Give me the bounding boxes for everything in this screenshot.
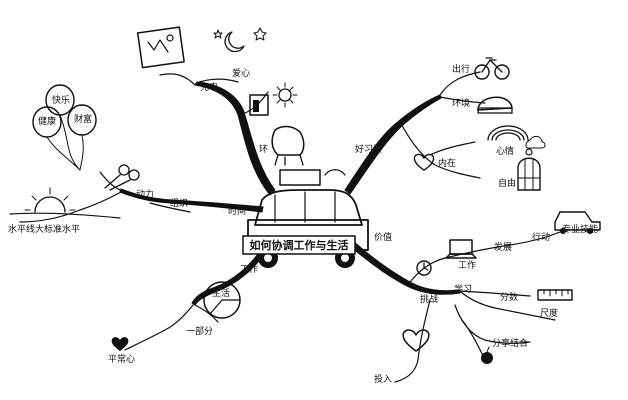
battery-icon bbox=[249, 94, 269, 116]
label-fenjian: 分享结合 bbox=[492, 337, 528, 349]
label-shuiping: 水平线大标准水平 bbox=[8, 223, 80, 235]
ruler-icon bbox=[537, 289, 573, 301]
label-caifu: 财富 bbox=[74, 113, 92, 125]
birdcage-drawing bbox=[517, 148, 541, 191]
label-huanjing: 环境 bbox=[452, 97, 470, 109]
sun-icon bbox=[272, 82, 298, 108]
label-neizai: 内在 bbox=[438, 157, 456, 169]
label-pingchangxin: 平常心 bbox=[108, 353, 135, 365]
clock-icon bbox=[416, 260, 432, 276]
label-yibufen: 一部分 bbox=[186, 325, 213, 337]
label-chuhang: 出行 bbox=[452, 63, 470, 75]
branch-left bbox=[119, 188, 264, 213]
label-chidu: 尺度 bbox=[540, 307, 558, 319]
chair-drawing bbox=[271, 125, 305, 166]
center-title-box bbox=[242, 235, 356, 255]
label-jiankang: 健康 bbox=[38, 115, 56, 127]
moon-icon bbox=[213, 27, 267, 53]
label-fazhan: 发展 bbox=[494, 241, 512, 253]
label-chongdian: 充电 bbox=[200, 81, 218, 93]
horizon-sun bbox=[9, 187, 121, 219]
branch-upper-right bbox=[344, 94, 442, 195]
label-aixin: 爱心 bbox=[232, 68, 250, 79]
label-xinqing: 心情 bbox=[496, 145, 514, 157]
scissors-icon bbox=[104, 164, 140, 191]
label-zhuanye: 专业技能 bbox=[562, 223, 598, 235]
pie-drawing bbox=[203, 281, 241, 319]
label-shijian: 时间 bbox=[228, 205, 246, 217]
label-touru: 投入 bbox=[374, 373, 392, 385]
label-xuexi: 学习 bbox=[454, 283, 472, 295]
label-shenghuo: 生活 bbox=[212, 287, 230, 299]
label-gongzuo: 工作 bbox=[240, 263, 258, 275]
label-xingdong: 行动 bbox=[532, 231, 550, 243]
label-fenshu: 分数 bbox=[500, 291, 518, 303]
heart-bottom-icon bbox=[402, 329, 430, 352]
branch-lower-left bbox=[191, 244, 269, 306]
balloons-drawing bbox=[32, 84, 97, 171]
apple-icon bbox=[481, 346, 493, 364]
label-haomao: 好习惯 bbox=[355, 143, 382, 155]
thin-branches bbox=[19, 71, 561, 383]
label-jiazhi: 价值 bbox=[374, 231, 392, 243]
frame-drawing bbox=[136, 26, 185, 69]
rainbow-drawing bbox=[487, 125, 546, 149]
laptop-icon bbox=[445, 239, 477, 259]
label-zuzhi: 组织 bbox=[170, 197, 188, 209]
label-tiaozhan: 挑战 bbox=[420, 293, 438, 305]
label-ziyou: 自由 bbox=[498, 177, 516, 189]
label-huan: 环 bbox=[259, 144, 268, 155]
branch-upper-left bbox=[194, 81, 276, 196]
label-kuaile: 快乐 bbox=[52, 94, 70, 106]
heart-icon bbox=[111, 337, 129, 351]
branch-lower-right bbox=[347, 239, 461, 295]
small-car-icon bbox=[554, 211, 601, 234]
bread-drawing bbox=[477, 96, 513, 114]
bicycle-icon bbox=[474, 57, 510, 80]
center-title: 如何协调工作与生活 bbox=[250, 238, 349, 252]
heart-right-icon bbox=[413, 153, 435, 171]
label-dongli: 动力 bbox=[136, 188, 154, 200]
label-gongzuo2: 工作 bbox=[458, 259, 476, 271]
